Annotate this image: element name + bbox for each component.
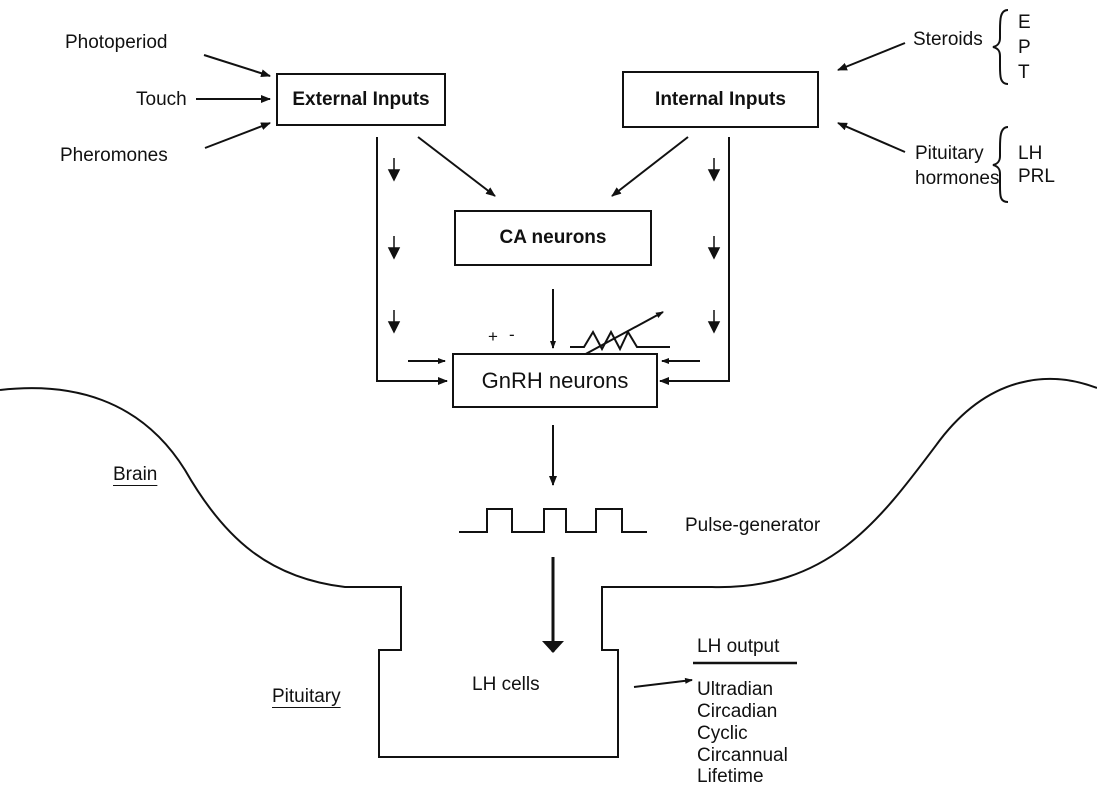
modulator-symbol	[570, 329, 670, 352]
photoperiod-label: Photoperiod	[65, 32, 168, 53]
plus-sign: +	[488, 327, 498, 346]
minus-sign: -	[509, 325, 515, 344]
external-inputs-box: External Inputs	[276, 73, 446, 126]
lh-output-item: Circannual	[697, 745, 788, 766]
lh-output-item: Circadian	[697, 701, 778, 722]
lh-output-item: Cyclic	[697, 723, 748, 744]
lh-output-item: Lifetime	[697, 766, 764, 787]
pulse-train	[459, 508, 647, 533]
ca-neurons-box: CA neurons	[454, 210, 652, 266]
pituitary-hormone-prl: PRL	[1018, 166, 1055, 187]
external-to-gnrh-path	[376, 137, 448, 385]
lh-output-title: LH output	[697, 636, 780, 657]
pituitary-hormones-arrow	[837, 122, 906, 153]
steroid-e: E	[1018, 12, 1031, 33]
brain-label: Brain	[113, 464, 158, 485]
pheromones-label: Pheromones	[60, 145, 168, 166]
steroids-label: Steroids	[913, 29, 983, 50]
lh-cells-label: LH cells	[472, 674, 540, 695]
external-to-ca-arrow	[417, 136, 496, 197]
lh-output-item: Ultradian	[697, 679, 774, 700]
modulator-arrow	[581, 311, 664, 357]
brain-pituitary-boundary	[0, 378, 1097, 758]
photoperiod-arrow	[203, 54, 271, 78]
pituitary-hormone-lh: LH	[1018, 143, 1043, 164]
right-path-small-arrows	[707, 158, 721, 334]
internal-to-gnrh-path	[659, 137, 730, 385]
gnrh-neurons-box: GnRH neurons	[452, 353, 658, 408]
pulse-generator-label: Pulse-generator	[685, 515, 821, 536]
left-path-small-arrows	[387, 158, 401, 334]
steroid-p: P	[1018, 37, 1031, 58]
pituitary-label: Pituitary	[272, 686, 341, 707]
touch-label: Touch	[136, 89, 187, 110]
pituitary-hormones-label-line2: hormones	[915, 168, 1000, 189]
internal-inputs-box: Internal Inputs	[622, 71, 819, 128]
pituitary-brace	[992, 126, 1009, 203]
steroids-brace	[992, 9, 1009, 85]
lh-to-output-arrow	[633, 677, 693, 688]
internal-to-ca-arrow	[611, 136, 689, 197]
pheromones-arrow	[204, 122, 271, 149]
steroid-t: T	[1018, 62, 1030, 83]
pituitary-hormones-label-line1: Pituitary	[915, 143, 984, 164]
steroids-arrow	[837, 42, 906, 71]
